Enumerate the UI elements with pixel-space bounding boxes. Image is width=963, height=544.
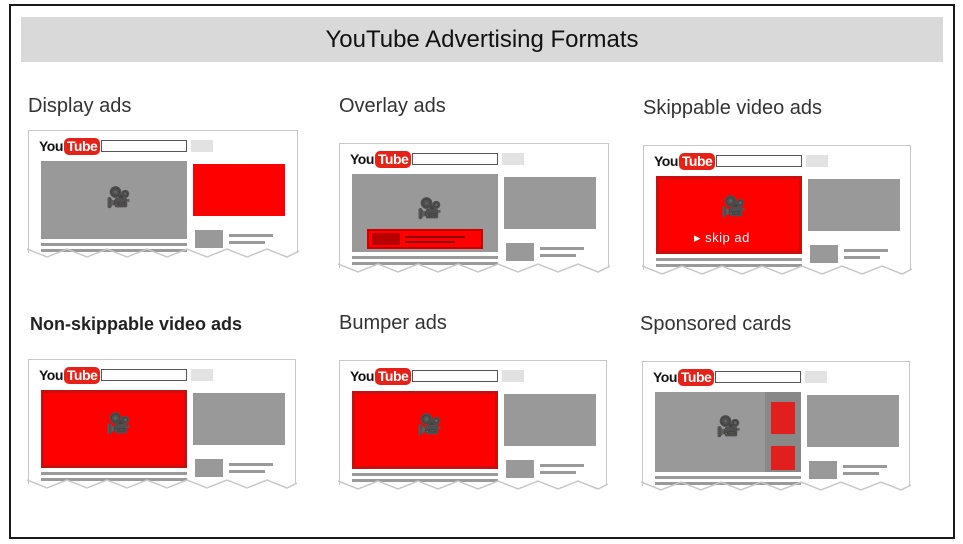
overlay-ad-thumb	[372, 233, 400, 245]
suggested-line	[229, 234, 273, 237]
camera-icon: 🎥	[721, 196, 746, 218]
suggested-line	[229, 463, 273, 466]
camera-icon: 🎥	[106, 187, 131, 209]
format-label: Overlay ads	[339, 95, 446, 117]
title-line	[655, 476, 801, 479]
suggested-thumb	[506, 243, 534, 261]
suggested-panel	[808, 179, 900, 231]
overlay-ad-line	[405, 236, 465, 238]
format-label: Display ads	[28, 95, 132, 117]
camera-icon: 🎥	[716, 416, 741, 438]
format-label: Non-skippable video ads	[30, 314, 243, 334]
search-bar	[412, 153, 498, 165]
format-label: Bumper ads	[339, 312, 447, 334]
search-bar	[101, 140, 187, 152]
subtitle-line	[352, 262, 498, 265]
suggested-thumb	[506, 460, 534, 478]
suggested-line	[844, 249, 888, 252]
subtitle-line	[41, 478, 187, 481]
video-player	[41, 161, 187, 239]
search-button	[502, 370, 524, 382]
suggested-thumb	[195, 230, 223, 248]
subtitle-line	[655, 482, 801, 485]
search-button	[805, 371, 827, 383]
format-label: Sponsored cards	[640, 313, 792, 335]
suggested-line	[229, 470, 265, 473]
camera-icon: 🎥	[417, 198, 442, 220]
skip-ad-button: ▸ skip ad	[694, 230, 750, 245]
search-button	[806, 155, 828, 167]
suggested-line	[540, 247, 584, 250]
torn-edge	[641, 481, 911, 491]
sponsored-card	[771, 402, 795, 434]
figure-title: YouTube Advertising Formats	[21, 17, 943, 62]
display-ad-banner	[193, 164, 285, 216]
search-button	[502, 153, 524, 165]
title-line	[352, 256, 498, 259]
search-button	[191, 369, 213, 381]
suggested-line	[844, 256, 880, 259]
sponsored-card	[771, 446, 795, 470]
title-line	[352, 473, 498, 476]
torn-edge	[338, 480, 608, 490]
title-line	[41, 243, 187, 246]
search-bar	[412, 370, 498, 382]
suggested-line	[229, 241, 265, 244]
search-bar	[101, 369, 187, 381]
suggested-line	[843, 472, 879, 475]
suggested-line	[540, 464, 584, 467]
torn-edge	[642, 265, 912, 275]
torn-edge	[27, 479, 297, 489]
search-button	[191, 140, 213, 152]
search-bar	[716, 155, 802, 167]
subtitle-line	[352, 479, 498, 482]
suggested-panel	[193, 393, 285, 445]
camera-icon: 🎥	[106, 413, 131, 435]
suggested-thumb	[810, 245, 838, 263]
suggested-panel	[504, 394, 596, 446]
search-bar	[715, 371, 801, 383]
camera-icon: 🎥	[417, 414, 442, 436]
torn-edge	[27, 248, 299, 258]
suggested-panel	[504, 177, 596, 229]
title-line	[656, 258, 802, 261]
suggested-thumb	[195, 459, 223, 477]
title-line	[41, 472, 187, 475]
suggested-line	[540, 471, 576, 474]
video-ad-player	[41, 390, 187, 468]
suggested-thumb	[809, 461, 837, 479]
suggested-panel	[807, 395, 899, 447]
subtitle-line	[41, 249, 187, 252]
video-ad-player	[352, 391, 498, 469]
torn-edge	[338, 263, 610, 273]
video-ad-player	[656, 176, 802, 254]
subtitle-line	[656, 264, 802, 267]
format-label: Skippable video ads	[643, 97, 823, 119]
suggested-line	[843, 465, 887, 468]
overlay-ad-banner	[367, 229, 483, 249]
suggested-line	[540, 254, 576, 257]
overlay-ad-line	[405, 241, 455, 243]
